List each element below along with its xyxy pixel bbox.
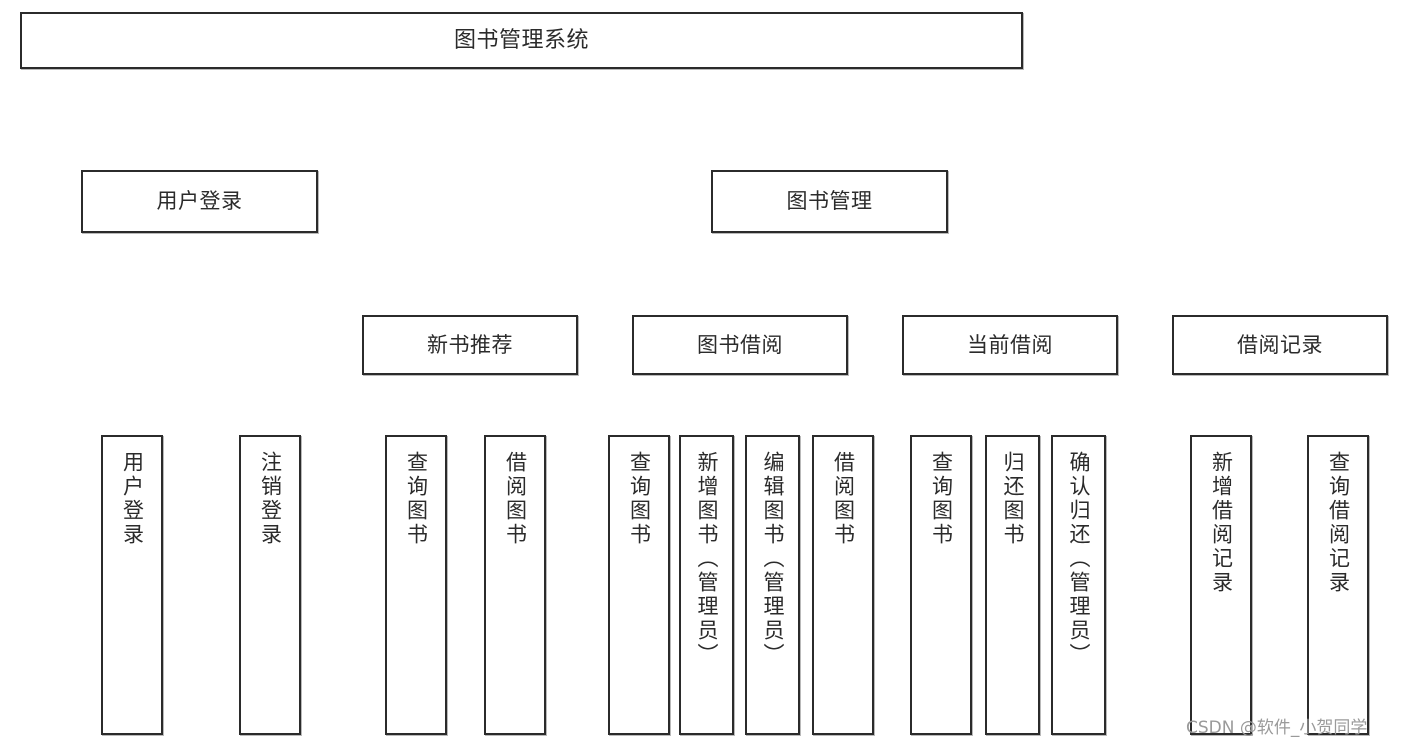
node-current-borrow-label: 当前借阅 xyxy=(967,332,1053,357)
leaf-leaf-rec-borrow-label: 借阅图书 xyxy=(503,451,528,547)
node-new-book-rec[interactable]: 新书推荐 xyxy=(362,315,578,375)
leaf-leaf-cur-confirm-label: 确认归还（管理员） xyxy=(1067,451,1091,667)
leaf-leaf-rec-query[interactable]: 查询图书 xyxy=(385,435,447,735)
node-book-borrow[interactable]: 图书借阅 xyxy=(632,315,848,375)
node-borrow-record-label: 借阅记录 xyxy=(1237,332,1323,357)
leaf-leaf-borrow-do-label: 借阅图书 xyxy=(831,451,856,547)
leaf-leaf-user-logout-label: 注销登录 xyxy=(258,451,283,547)
leaf-leaf-borrow-edit[interactable]: 编辑图书（管理员） xyxy=(745,435,800,735)
leaf-leaf-user-logout[interactable]: 注销登录 xyxy=(239,435,301,735)
node-current-borrow[interactable]: 当前借阅 xyxy=(902,315,1118,375)
leaf-leaf-rec-query2-label: 查询借阅记录 xyxy=(1326,451,1351,595)
csdn-watermark: CSDN @软件_小贺同学 xyxy=(1186,718,1368,738)
leaf-leaf-cur-return-label: 归还图书 xyxy=(1001,451,1025,547)
node-user-login-label: 用户登录 xyxy=(156,189,243,214)
leaf-leaf-borrow-edit-label: 编辑图书（管理员） xyxy=(761,451,785,667)
leaf-leaf-borrow-add[interactable]: 新增图书（管理员） xyxy=(679,435,734,735)
leaf-leaf-rec-query-label: 查询图书 xyxy=(404,451,429,547)
node-book-manage[interactable]: 图书管理 xyxy=(711,170,948,233)
node-user-login[interactable]: 用户登录 xyxy=(81,170,318,233)
leaf-leaf-borrow-query[interactable]: 查询图书 xyxy=(608,435,670,735)
node-new-book-rec-label: 新书推荐 xyxy=(427,332,513,357)
node-borrow-record[interactable]: 借阅记录 xyxy=(1172,315,1388,375)
leaf-leaf-rec-add-label: 新增借阅记录 xyxy=(1209,451,1234,595)
leaf-leaf-borrow-do[interactable]: 借阅图书 xyxy=(812,435,874,735)
node-book-borrow-label: 图书借阅 xyxy=(697,332,783,357)
leaf-leaf-user-login-label: 用户登录 xyxy=(120,451,145,547)
node-book-manage-label: 图书管理 xyxy=(786,189,873,214)
leaf-leaf-cur-confirm[interactable]: 确认归还（管理员） xyxy=(1051,435,1106,735)
leaf-leaf-rec-query2[interactable]: 查询借阅记录 xyxy=(1307,435,1369,735)
leaf-leaf-rec-add[interactable]: 新增借阅记录 xyxy=(1190,435,1252,735)
node-root-label: 图书管理系统 xyxy=(453,27,589,53)
leaf-leaf-borrow-add-label: 新增图书（管理员） xyxy=(695,451,719,667)
leaf-leaf-cur-return[interactable]: 归还图书 xyxy=(985,435,1040,735)
leaf-leaf-cur-query-label: 查询图书 xyxy=(929,451,954,547)
leaf-leaf-cur-query[interactable]: 查询图书 xyxy=(910,435,972,735)
node-root[interactable]: 图书管理系统 xyxy=(20,12,1023,69)
leaf-leaf-borrow-query-label: 查询图书 xyxy=(627,451,652,547)
leaf-leaf-rec-borrow[interactable]: 借阅图书 xyxy=(484,435,546,735)
leaf-leaf-user-login[interactable]: 用户登录 xyxy=(101,435,163,735)
